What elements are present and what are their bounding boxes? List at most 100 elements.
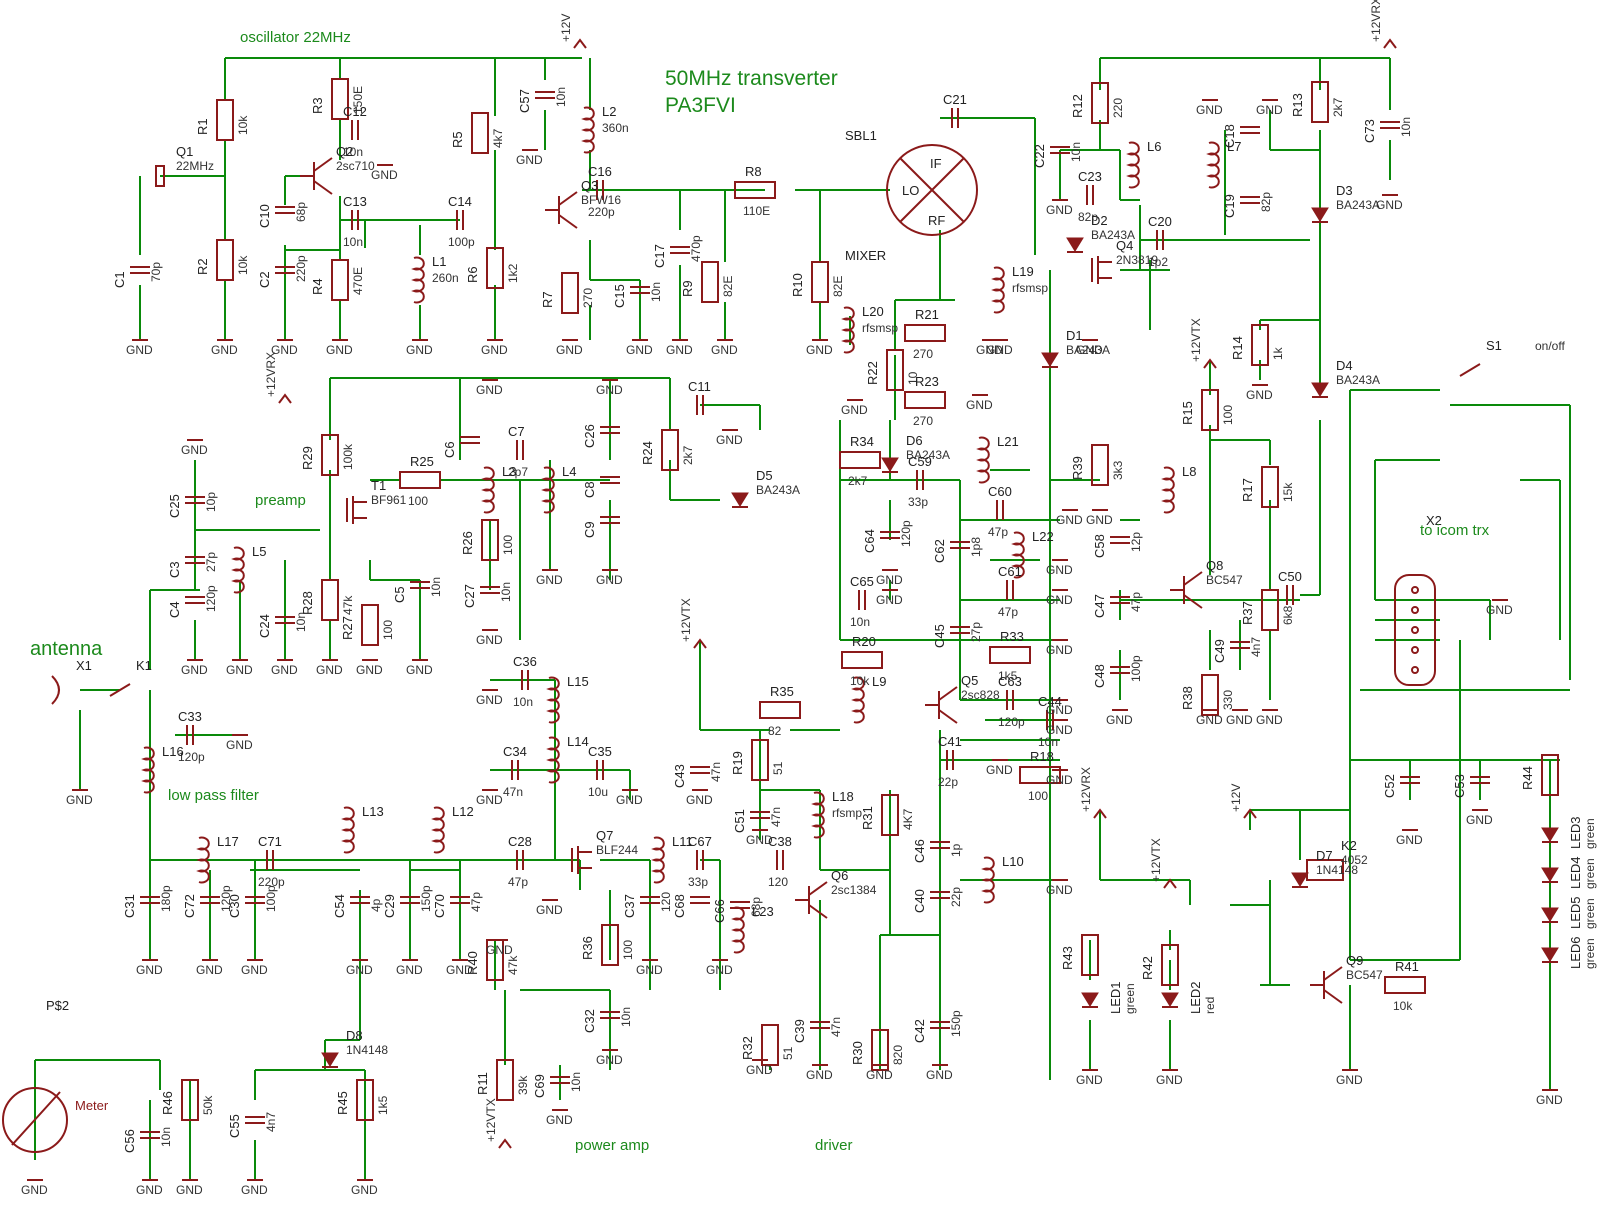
ground-label: GND bbox=[536, 573, 563, 587]
part-val-q8: BC547 bbox=[1206, 573, 1243, 587]
capacitor-val-c62: 1p8 bbox=[969, 537, 983, 557]
resistor-ref-r42: R42 bbox=[1140, 956, 1155, 980]
ground-label: GND bbox=[326, 343, 353, 357]
resistor-ref-r25: R25 bbox=[410, 454, 434, 469]
capacitor-c5 bbox=[410, 581, 430, 589]
capacitor-c11 bbox=[696, 395, 704, 415]
resistor-ref-r24: R24 bbox=[640, 441, 655, 465]
resistor-r35 bbox=[759, 701, 801, 719]
resistor-ref-r12: R12 bbox=[1070, 94, 1085, 118]
ground-label: GND bbox=[1046, 563, 1073, 577]
inductor-ref-l8: L8 bbox=[1182, 464, 1196, 479]
capacitor-c26 bbox=[600, 426, 620, 434]
ground-label: GND bbox=[666, 343, 693, 357]
capacitor-c38 bbox=[776, 850, 784, 870]
inductor-val-l18: rfsmp bbox=[832, 806, 862, 820]
resistor-r30 bbox=[871, 1029, 889, 1071]
capacitor-c39 bbox=[810, 1021, 830, 1029]
resistor-ref-r36: R36 bbox=[580, 936, 595, 960]
ground-label: GND bbox=[176, 1183, 203, 1197]
ground-label: GND bbox=[136, 963, 163, 977]
ground-label: GND bbox=[1086, 513, 1113, 527]
inductor-l16 bbox=[141, 746, 155, 794]
capacitor-c63 bbox=[1006, 690, 1014, 710]
ground-label: GND bbox=[486, 943, 513, 957]
capacitor-c34 bbox=[511, 760, 519, 780]
part-q2 bbox=[300, 157, 333, 195]
ground-label: GND bbox=[986, 343, 1013, 357]
capacitor-val-c73: 10n bbox=[1399, 117, 1413, 137]
inductor-l9 bbox=[851, 676, 865, 724]
ground-label: GND bbox=[1336, 1073, 1363, 1087]
ground-label: GND bbox=[876, 573, 903, 587]
resistor-ref-r40: R40 bbox=[465, 951, 480, 975]
capacitor-val-c37: 120 bbox=[659, 892, 673, 912]
meter-label: Meter bbox=[75, 1098, 109, 1113]
resistor-ref-r11: R11 bbox=[475, 1072, 490, 1095]
led-ref-led3: LED3 bbox=[1568, 816, 1583, 849]
resistor-val-r1: 10k bbox=[236, 115, 250, 135]
capacitor-ref-c59: C59 bbox=[908, 454, 932, 469]
capacitor-val-c49: 4n7 bbox=[1249, 637, 1263, 657]
part-ref-q5: Q5 bbox=[961, 673, 978, 688]
capacitor-ref-c50: C50 bbox=[1278, 569, 1302, 584]
capacitor-val-c2: 220p bbox=[294, 255, 308, 282]
ground-label: GND bbox=[596, 1053, 623, 1067]
ground-label: GND bbox=[1256, 713, 1283, 727]
led-ref-led1: LED1 bbox=[1108, 981, 1123, 1014]
resistor-r41 bbox=[1384, 976, 1426, 994]
part-ref-t1: T1 bbox=[371, 478, 386, 493]
capacitor-c43 bbox=[690, 766, 710, 774]
part-d1 bbox=[1041, 352, 1059, 368]
capacitor-ref-c56: C56 bbox=[122, 1129, 137, 1153]
supply-label-vrx: +12VRX bbox=[1369, 0, 1383, 42]
capacitor-ref-c73: C73 bbox=[1362, 119, 1377, 143]
capacitor-ref-c58: C58 bbox=[1092, 534, 1107, 558]
inductor-val-l1: 260n bbox=[432, 271, 459, 285]
capacitor-c61 bbox=[1006, 580, 1014, 600]
part-ref-q6: Q6 bbox=[831, 868, 848, 883]
resistor-val-r18: 100 bbox=[1028, 789, 1048, 803]
inductor-ref-l2: L2 bbox=[602, 104, 616, 119]
capacitor-c20 bbox=[1156, 230, 1164, 250]
capacitor-ref-c8: C8 bbox=[582, 481, 597, 498]
inductor-l15 bbox=[546, 676, 560, 724]
resistor-r13 bbox=[1311, 81, 1329, 123]
inductor-ref-l3: L3 bbox=[502, 464, 516, 479]
antenna-label: antenna bbox=[30, 638, 103, 660]
capacitor-val-c55: 4n7 bbox=[264, 1112, 278, 1132]
capacitor-ref-c48: C48 bbox=[1092, 664, 1107, 688]
resistor-val-r13: 2k7 bbox=[1331, 97, 1345, 117]
led-val-led6: green bbox=[1583, 938, 1597, 969]
resistor-r24 bbox=[661, 429, 679, 471]
capacitor-ref-c39: C39 bbox=[792, 1019, 807, 1043]
resistor-ref-r9: R9 bbox=[680, 280, 695, 297]
capacitor-c8 bbox=[600, 476, 620, 484]
resistor-ref-r3: R3 bbox=[310, 97, 325, 114]
capacitor-ref-c62: C62 bbox=[932, 539, 947, 563]
resistor-ref-r22: R22 bbox=[865, 361, 880, 385]
capacitor-val-c48: 100p bbox=[1129, 655, 1143, 682]
inductor-ref-l14: L14 bbox=[567, 734, 589, 749]
resistor-ref-r18: R18 bbox=[1030, 749, 1054, 764]
part-ref-d4: D4 bbox=[1336, 358, 1353, 373]
capacitor-c6 bbox=[460, 436, 480, 444]
ground-label: GND bbox=[711, 343, 738, 357]
resistor-val-r25: 100 bbox=[408, 494, 428, 508]
inductor-ref-l17: L17 bbox=[217, 834, 239, 849]
capacitor-val-c61: 47p bbox=[998, 605, 1018, 619]
capacitor-c31 bbox=[140, 896, 160, 904]
capacitor-val-c27: 10n bbox=[499, 582, 513, 602]
resistor-ref-r14: R14 bbox=[1230, 336, 1245, 360]
capacitor-ref-c18: C18 bbox=[1222, 124, 1237, 148]
resistor-r39 bbox=[1091, 444, 1109, 486]
resistor-r15 bbox=[1201, 389, 1219, 431]
ground-label: GND bbox=[1046, 643, 1073, 657]
ground-label: GND bbox=[271, 663, 298, 677]
resistor-ref-r30: R30 bbox=[850, 1041, 865, 1065]
resistor-ref-r33: R33 bbox=[1000, 629, 1024, 644]
ground-label: GND bbox=[706, 963, 733, 977]
ground-label: GND bbox=[476, 633, 503, 647]
capacitor-c16 bbox=[596, 180, 604, 200]
